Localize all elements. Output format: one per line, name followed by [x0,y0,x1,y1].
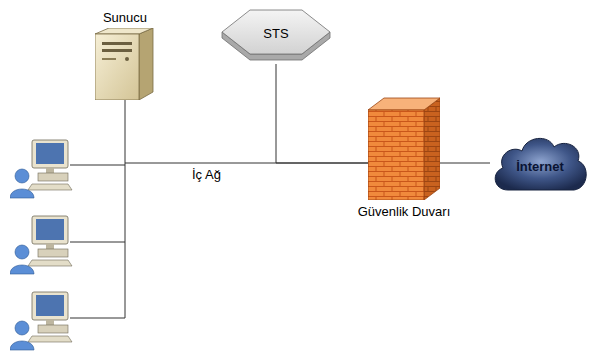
node-label: STS [263,25,288,40]
node-label: Sunucu [103,10,147,25]
node-shape [95,28,155,100]
pc-wire [70,318,125,319]
bus-wire [125,163,126,318]
pc-icon [10,292,72,350]
node-label: İnternet [516,158,564,173]
network-label: İç Ağ [190,167,223,182]
node-shape [368,96,440,200]
pc-icon [10,140,72,198]
lan-wires [70,163,125,318]
network-link [125,100,368,163]
pc-wire [70,165,125,166]
pc-wire [70,242,125,243]
pc-icon [10,216,72,274]
server-node: Sunucu [95,28,155,100]
network-link [440,163,490,164]
network-link [276,64,368,163]
pc-terminals [10,140,72,350]
sts-node: STS [220,6,332,64]
node-label: Güvenlik Duvarı [358,204,450,219]
cloud-node: İnternet [490,128,590,198]
firewall-node: Güvenlik Duvarı [368,96,440,200]
